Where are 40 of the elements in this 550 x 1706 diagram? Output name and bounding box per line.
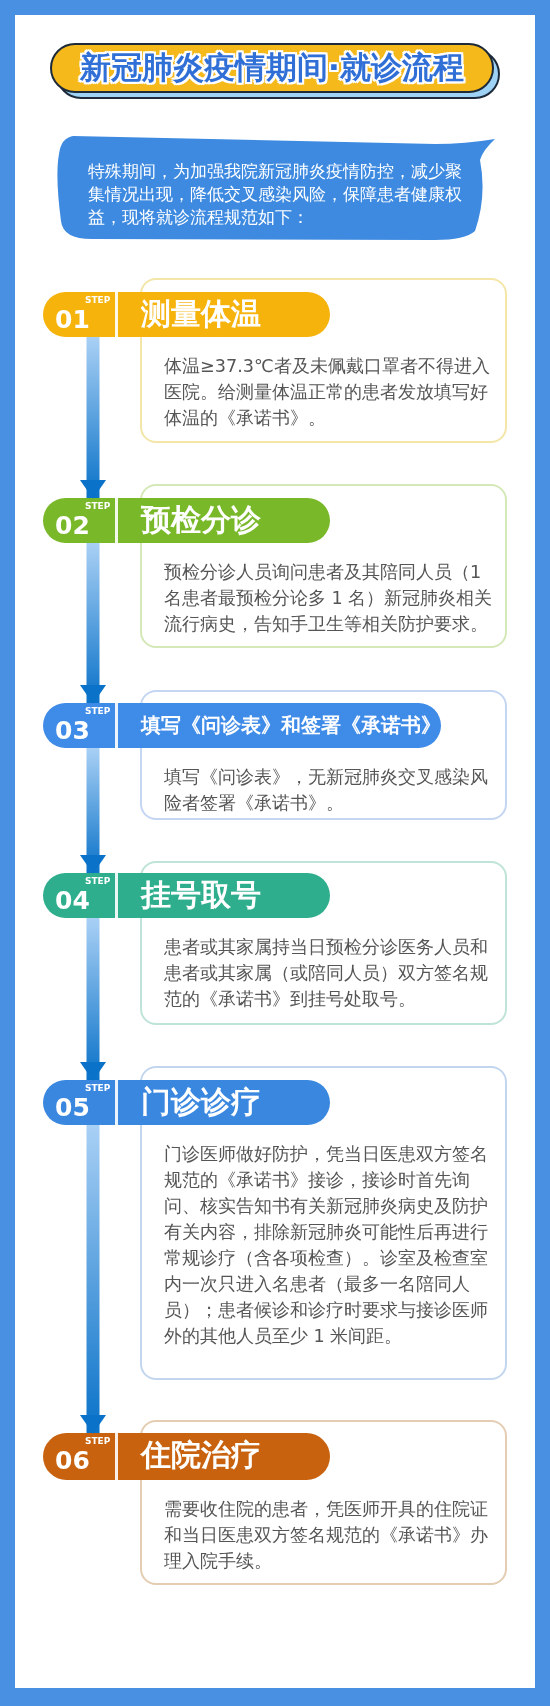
step-banner xyxy=(43,703,441,748)
intro-text: 特殊期间，为加强我院新冠肺炎疫情防控，减少聚集情况出现，降低交叉感染风险，保障患者健康权益，现将就诊流程规范如下： xyxy=(88,161,463,229)
step-card xyxy=(140,278,507,443)
arrow xyxy=(80,918,106,1081)
arrow xyxy=(80,337,106,499)
step-banner xyxy=(43,1080,330,1125)
step-label: STEP xyxy=(85,296,111,305)
step-label: STEP xyxy=(85,877,111,886)
arrow xyxy=(80,748,106,874)
step-banner xyxy=(43,292,330,337)
step-title: 测量体温 xyxy=(141,299,261,329)
arrow xyxy=(80,1125,106,1434)
step-description: 预检分诊人员询问患者及其陪同人员（1 名患者最预检分论多 1 名）新冠肺炎相关流行病史，告知手卫生等相关防护要求。 xyxy=(164,561,494,636)
step-number: 02 xyxy=(55,513,90,538)
step-title: 门诊诊疗 xyxy=(141,1087,261,1117)
step-banner xyxy=(43,498,330,543)
step-label: STEP xyxy=(85,1084,111,1093)
step-label: STEP xyxy=(85,502,111,511)
title-text: 新冠肺炎疫情期间·就诊流程 xyxy=(80,48,464,87)
step-description: 门诊医师做好防护，凭当日医患双方签名规范的《承诺书》接诊，接诊时首先询问、核实告知书有关新冠肺炎病史及防护有关内容，排除新冠肺炎可能性后再进行常规诊疗（含各项检查）。诊室及检查室内一次只进入名患者（最多一名陪同人员）；患者候诊和诊疗时要求与接诊医师外的其他人员至少 1 米间距。 xyxy=(164,1143,489,1348)
step-banner xyxy=(43,1433,330,1480)
step-number: 06 xyxy=(55,1448,90,1473)
step-banner xyxy=(43,873,330,918)
step-title: 预检分诊 xyxy=(141,505,261,535)
step-title: 填写《问诊表》和签署《承诺书》 xyxy=(141,715,441,735)
step-number: 04 xyxy=(55,888,90,913)
step-title: 住院治疗 xyxy=(141,1440,261,1470)
step-description: 体温≥37.3℃者及未佩戴口罩者不得进入医院。给测量体温正常的患者发放填写好体温的《承诺书》。 xyxy=(164,355,491,430)
step-label: STEP xyxy=(85,707,111,716)
step-card xyxy=(140,1066,507,1380)
step-title: 挂号取号 xyxy=(141,880,261,910)
step-number: 05 xyxy=(55,1095,90,1120)
step-description: 需要收住院的患者，凭医师开具的住院证和当日医患双方签名规范的《承诺书》办理入院手续。 xyxy=(164,1498,489,1573)
step-label: STEP xyxy=(85,1437,111,1446)
step-number: 03 xyxy=(55,718,90,743)
speech-bubble xyxy=(55,136,497,242)
step-description: 填写《问诊表》，无新冠肺炎交叉感染风险者签署《承诺书》。 xyxy=(164,766,489,815)
step-description: 患者或其家属持当日预检分诊医务人员和患者或其家属（或陪同人员）双方签名规范的《承诺书》到挂号处取号。 xyxy=(164,936,489,1011)
step-number: 01 xyxy=(55,307,90,332)
arrow xyxy=(80,543,106,704)
